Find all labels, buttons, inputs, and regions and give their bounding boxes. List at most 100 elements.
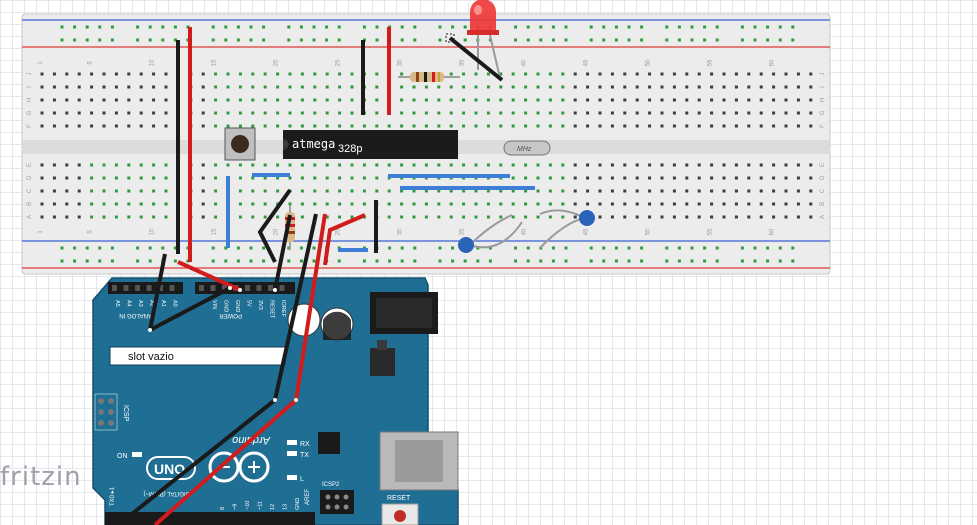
terminal-hole [424, 124, 428, 128]
led-jumper-wire[interactable] [445, 33, 504, 82]
rail-hole [766, 38, 770, 42]
rail-hole [224, 25, 228, 29]
terminal-hole [524, 85, 528, 89]
rail-hole [539, 25, 543, 29]
terminal-hole [697, 72, 701, 76]
terminal-hole [102, 163, 106, 167]
terminal-hole [325, 72, 329, 76]
terminal-hole [164, 176, 168, 180]
rail-hole [249, 259, 253, 263]
row-letter: D [27, 175, 33, 180]
power-pin-label: GND [234, 300, 240, 312]
pushbutton[interactable] [224, 127, 256, 161]
reset-button-cap[interactable] [394, 510, 406, 522]
terminal-hole [164, 163, 168, 167]
terminal-hole [598, 202, 602, 206]
analog-pin-label: A2 [149, 300, 155, 307]
wire-black-arduino-1[interactable] [148, 253, 167, 331]
terminal-hole [660, 124, 664, 128]
row-letter: J [820, 73, 826, 76]
wire-black-arduino-3[interactable] [273, 214, 292, 291]
terminal-hole [437, 98, 441, 102]
terminal-hole [660, 176, 664, 180]
terminal-hole [300, 111, 304, 115]
terminal-hole [437, 111, 441, 115]
terminal-hole [548, 85, 552, 89]
terminal-hole [586, 176, 590, 180]
terminal-hole [685, 163, 689, 167]
terminal-hole [474, 124, 478, 128]
terminal-hole [524, 202, 528, 206]
terminal-hole [276, 111, 280, 115]
terminal-hole [524, 111, 528, 115]
terminal-hole [561, 163, 565, 167]
terminal-hole [437, 189, 441, 193]
power-pin-label: IOREF [280, 300, 286, 317]
wire-red-3[interactable] [323, 213, 366, 266]
analog-pin-label: A0 [172, 300, 178, 307]
digital-label: DIGITAL (PWM~) [143, 490, 190, 496]
rail-hole [388, 259, 392, 263]
terminal-hole [152, 176, 156, 180]
terminal-hole [251, 124, 255, 128]
l-label: L [300, 476, 304, 483]
rail-hole [148, 259, 152, 263]
header-pin [279, 285, 285, 291]
terminal-hole [350, 202, 354, 206]
terminal-hole [214, 98, 218, 102]
terminal-hole [251, 111, 255, 115]
terminal-hole [722, 189, 726, 193]
terminal-hole [610, 176, 614, 180]
terminal-hole [424, 85, 428, 89]
terminal-hole [77, 72, 81, 76]
rail-hole [136, 38, 140, 42]
wire-black-arduino-2[interactable] [149, 286, 231, 332]
terminal-hole [710, 215, 714, 219]
terminal-hole [400, 202, 404, 206]
terminal-hole [102, 189, 106, 193]
wire-black-4[interactable] [257, 188, 292, 263]
terminal-hole [114, 189, 118, 193]
terminal-hole [77, 189, 81, 193]
terminal-hole [102, 202, 106, 206]
terminal-hole [52, 215, 56, 219]
terminal-hole [486, 163, 490, 167]
terminal-hole [747, 163, 751, 167]
rail-hole [614, 38, 618, 42]
wire-red-arduino-1[interactable] [177, 260, 241, 292]
terminal-hole [400, 98, 404, 102]
terminal-hole [672, 176, 676, 180]
terminal-hole [759, 98, 763, 102]
terminal-hole [734, 72, 738, 76]
terminal-hole [52, 72, 56, 76]
rail-hole [85, 25, 89, 29]
chip-label: atmega [292, 137, 335, 151]
terminal-hole [697, 176, 701, 180]
terminal-hole [102, 176, 106, 180]
rail-hole [715, 38, 719, 42]
terminal-hole [511, 85, 515, 89]
digital-pin-label: GND [295, 498, 301, 510]
terminal-hole [759, 72, 763, 76]
terminal-hole [784, 215, 788, 219]
rail-hole [766, 259, 770, 263]
rx-label: RX [300, 441, 310, 448]
terminal-hole [499, 189, 503, 193]
terminal-hole [462, 189, 466, 193]
terminal-hole [362, 189, 366, 193]
column-number: 55 [708, 228, 714, 235]
terminal-hole [536, 189, 540, 193]
terminal-hole [40, 85, 44, 89]
terminal-hole [573, 124, 577, 128]
rail-hole [73, 25, 77, 29]
terminal-hole [796, 189, 800, 193]
terminal-hole [387, 215, 391, 219]
column-number: 30 [398, 228, 404, 235]
terminal-hole [486, 72, 490, 76]
header-pin [169, 285, 175, 291]
terminal-hole [375, 72, 379, 76]
terminal-hole [412, 124, 416, 128]
terminal-hole [734, 98, 738, 102]
terminal-hole [747, 85, 751, 89]
